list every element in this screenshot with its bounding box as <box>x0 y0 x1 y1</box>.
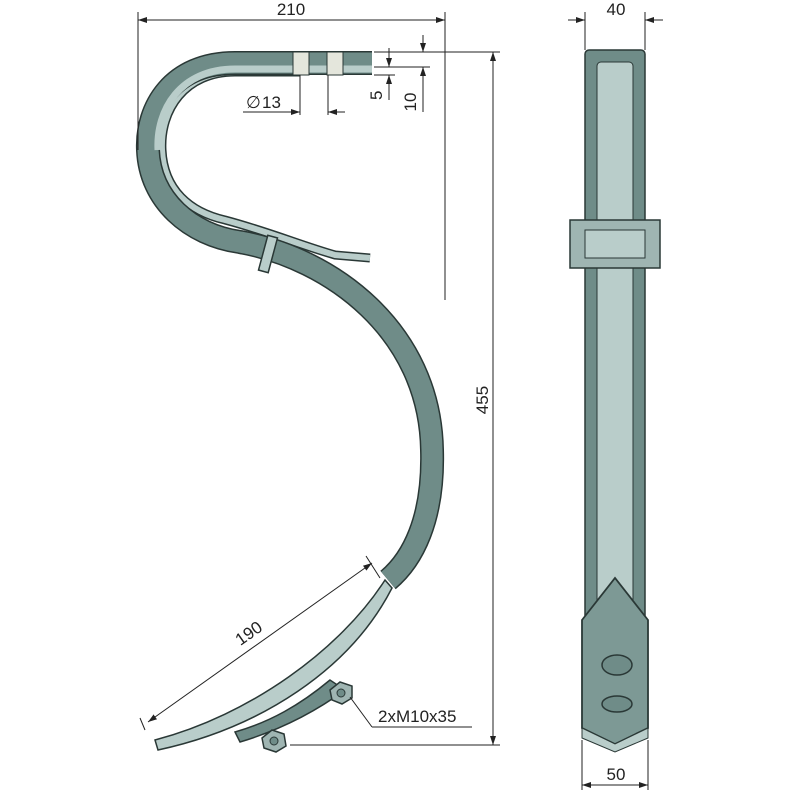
side-view-spring-tine <box>135 51 445 753</box>
dim-overall-height: 455 <box>473 386 492 414</box>
dim-hole-diameter: 13 <box>262 93 281 112</box>
dim-overall-width: 210 <box>277 0 305 19</box>
bolt-spec: 2xM10x35 <box>378 707 456 726</box>
dim-front-width-top: 40 <box>607 0 626 19</box>
front-view <box>569 49 661 753</box>
bolt <box>261 729 287 753</box>
bolt-hole <box>601 654 633 676</box>
clamp <box>257 234 279 274</box>
dim-thickness-5: 5 <box>367 91 386 100</box>
dim-blade-length: 190 <box>232 618 266 650</box>
dim-front-width-bottom: 50 <box>607 765 626 784</box>
bolt-hole <box>601 695 633 713</box>
dimension-labels: 210 455 ∅ 13 5 10 190 2xM10x35 40 50 <box>232 0 626 784</box>
diameter-symbol: ∅ <box>246 93 261 112</box>
dim-thickness-10: 10 <box>401 93 420 112</box>
dimension-lines <box>137 12 663 790</box>
hole-marker <box>326 51 344 76</box>
hole-marker <box>292 51 310 76</box>
